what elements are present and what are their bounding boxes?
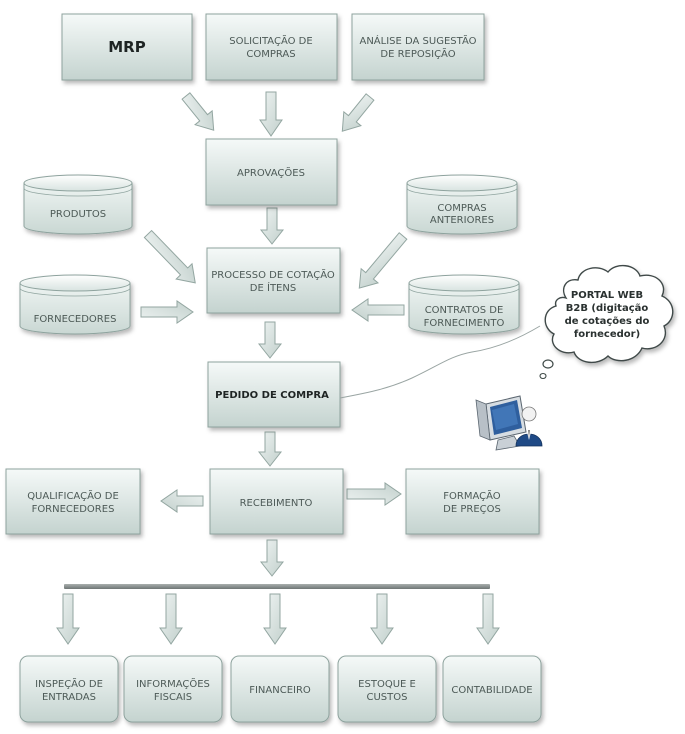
arrow-pedido-to-recebimento bbox=[257, 431, 283, 467]
output-estoque: ESTOQUE E CUSTOS bbox=[337, 655, 437, 723]
box-analise: ANÁLISE DA SUGESTÃO DE REPOSIÇÃO bbox=[351, 13, 485, 81]
arrow-produtos-to-processo bbox=[143, 229, 196, 284]
portal-cloud-line-3: de cotações do bbox=[565, 316, 650, 327]
box-mrp: MRP bbox=[61, 13, 193, 81]
output-contabilidade: CONTABILIDADE bbox=[442, 655, 542, 723]
database-compras-anteriores-line-1: COMPRAS bbox=[437, 203, 486, 214]
database-contratos: CONTRATOS DE FORNECIMENTO bbox=[408, 274, 520, 335]
computer-user-icon bbox=[475, 395, 543, 451]
box-mrp-label: MRP bbox=[108, 38, 145, 56]
output-informacoes-line-2: FISCAIS bbox=[154, 692, 192, 703]
box-processo-line-1: PROCESSO DE COTAÇÃO bbox=[211, 268, 335, 281]
box-pedido-label: PEDIDO DE COMPRA bbox=[215, 390, 329, 401]
database-fornecedores: FORNECEDORES bbox=[19, 274, 131, 335]
box-formacao-line-2: DE PREÇOS bbox=[443, 504, 501, 515]
arrow-bar-to-estoque bbox=[370, 593, 394, 645]
arrow-bar-to-contabilidade bbox=[476, 593, 500, 645]
box-aprovacoes: APROVAÇÕES bbox=[205, 138, 338, 206]
box-formacao: FORMAÇÃO DE PREÇOS bbox=[405, 468, 540, 535]
database-produtos: PRODUTOS bbox=[23, 174, 133, 235]
box-formacao-line-1: FORMAÇÃO bbox=[443, 489, 501, 502]
arrow-aprovacoes-to-processo bbox=[259, 207, 285, 245]
output-inspecao-line-2: ENTRADAS bbox=[42, 692, 96, 703]
database-compras-anteriores-line-2: ANTERIORES bbox=[430, 215, 494, 226]
distribution-bar bbox=[64, 584, 490, 589]
arrow-compras-anteriores-to-processo bbox=[358, 232, 408, 289]
arrow-analise-to-aprovacoes bbox=[341, 93, 375, 132]
box-aprovacoes-label: APROVAÇÕES bbox=[237, 166, 305, 179]
arrow-processo-to-pedido bbox=[257, 321, 283, 359]
box-processo-line-2: DE ÍTENS bbox=[250, 281, 296, 294]
arrow-bar-to-inspecao bbox=[56, 593, 80, 645]
portal-cloud-line-2: B2B (digitação bbox=[566, 303, 649, 314]
arrow-bar-to-financeiro bbox=[263, 593, 287, 645]
box-qualificacao-line-1: QUALIFICAÇÃO DE bbox=[27, 489, 119, 502]
output-financeiro: FINANCEIRO bbox=[230, 655, 330, 723]
database-compras-anteriores: COMPRAS ANTERIORES bbox=[406, 174, 518, 235]
arrow-fornecedores-to-processo bbox=[140, 300, 194, 324]
output-informacoes: INFORMAÇÕES FISCAIS bbox=[123, 655, 223, 723]
box-qualificacao: QUALIFICAÇÃO DE FORNECEDORES bbox=[5, 468, 141, 535]
database-fornecedores-label: FORNECEDORES bbox=[34, 314, 117, 325]
arrow-solicitacao-to-aprovacoes bbox=[259, 91, 283, 137]
portal-cloud-line-1: PORTAL WEB bbox=[571, 290, 643, 301]
database-contratos-line-2: FORNECIMENTO bbox=[424, 318, 505, 329]
database-contratos-line-1: CONTRATOS DE bbox=[425, 305, 504, 316]
portal-cloud: PORTAL WEB B2B (digitação de cotações do… bbox=[539, 265, 674, 380]
output-inspecao: INSPEÇÃO DE ENTRADAS bbox=[19, 655, 119, 723]
box-solicitacao-line-1: SOLICITAÇÃO DE bbox=[229, 34, 312, 47]
arrow-recebimento-to-formacao bbox=[346, 482, 402, 506]
output-financeiro-label: FINANCEIRO bbox=[249, 685, 311, 696]
box-pedido: PEDIDO DE COMPRA bbox=[207, 361, 341, 428]
arrow-mrp-to-aprovacoes bbox=[181, 92, 215, 131]
portal-connector-line bbox=[339, 325, 541, 399]
output-estoque-line-1: ESTOQUE E bbox=[358, 679, 416, 690]
box-recebimento-label: RECEBIMENTO bbox=[240, 498, 313, 509]
output-estoque-line-2: CUSTOS bbox=[367, 692, 408, 703]
output-contabilidade-label: CONTABILIDADE bbox=[451, 685, 532, 696]
arrow-bar-to-informacoes bbox=[159, 593, 183, 645]
arrow-contratos-to-processo bbox=[351, 298, 405, 322]
output-inspecao-line-1: INSPEÇÃO DE bbox=[35, 677, 103, 690]
box-analise-line-2: DE REPOSIÇÃO bbox=[380, 47, 455, 60]
box-recebimento: RECEBIMENTO bbox=[209, 468, 344, 535]
box-processo: PROCESSO DE COTAÇÃO DE ÍTENS bbox=[206, 247, 341, 314]
portal-cloud-line-4: fornecedor) bbox=[574, 329, 640, 340]
arrows bbox=[56, 91, 500, 645]
box-analise-line-1: ANÁLISE DA SUGESTÃO bbox=[359, 34, 476, 47]
database-produtos-label: PRODUTOS bbox=[50, 209, 106, 220]
box-solicitacao: SOLICITAÇÃO DE COMPRAS bbox=[205, 13, 338, 81]
box-solicitacao-line-2: COMPRAS bbox=[246, 49, 295, 60]
arrow-recebimento-to-qualificacao bbox=[160, 489, 204, 513]
arrow-recebimento-to-bar bbox=[259, 539, 285, 577]
box-qualificacao-line-2: FORNECEDORES bbox=[32, 504, 115, 515]
output-informacoes-line-1: INFORMAÇÕES bbox=[136, 677, 210, 690]
